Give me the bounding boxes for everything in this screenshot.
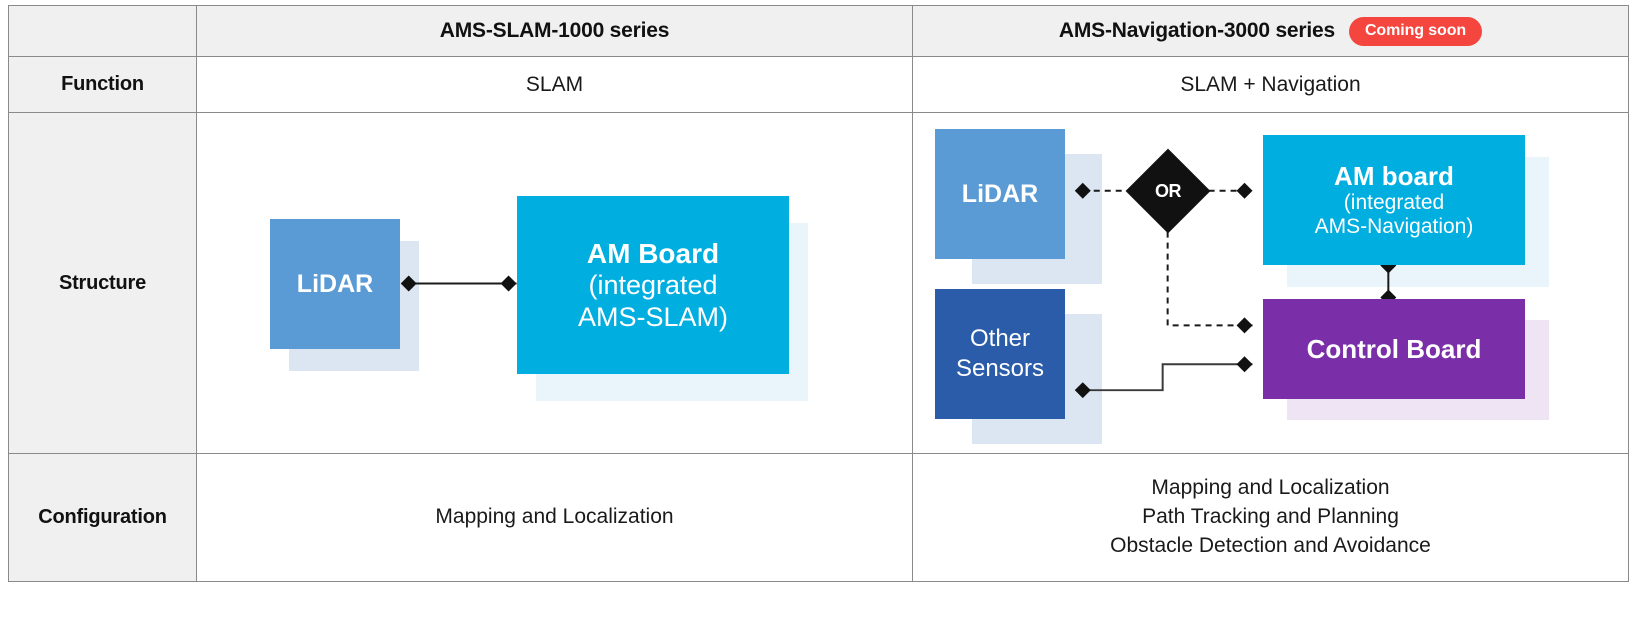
lidar-box: LiDAR: [270, 219, 400, 349]
nav-other-sensors-line-1: Other: [969, 325, 1031, 352]
configuration-navigation-lines: Mapping and Localization Path Tracking a…: [913, 474, 1628, 561]
table-header-row: AMS-SLAM-1000 series AMS-Navigation-3000…: [8, 5, 1629, 57]
header-slam-1000: AMS-SLAM-1000 series: [196, 5, 913, 57]
nav-control-board-label: Control Board: [1306, 333, 1482, 364]
nav-other-sensors-box: Other Sensors: [935, 289, 1065, 419]
table-row-configuration: Configuration Mapping and Localization M…: [8, 453, 1629, 582]
configuration-navigation-line-2: Path Tracking and Planning: [1142, 505, 1399, 529]
table-row-structure: Structure LiDAR AM Board (integrated AMS…: [8, 112, 1629, 454]
configuration-navigation-line-1: Mapping and Localization: [1151, 476, 1390, 500]
configuration-slam-lines: Mapping and Localization: [197, 503, 912, 532]
nav-lidar-box-label: LiDAR: [961, 179, 1039, 208]
nav-am-board-subtitle-2: AMS-Navigation): [1314, 215, 1474, 239]
nav-lidar-box: LiDAR: [935, 129, 1065, 259]
am-board-subtitle-2: AMS-SLAM): [577, 301, 729, 332]
configuration-value-navigation: Mapping and Localization Path Tracking a…: [912, 453, 1629, 582]
structure-diagram-navigation: OR LiDAR Other Sensors AM board (int: [913, 113, 1628, 453]
lidar-box-label: LiDAR: [296, 269, 374, 298]
row-label-configuration: Configuration: [8, 453, 197, 582]
nav-am-board-box: AM board (integrated AMS-Navigation): [1263, 135, 1525, 265]
function-value-navigation: SLAM + Navigation: [912, 56, 1629, 113]
header-slam-1000-label: AMS-SLAM-1000 series: [439, 19, 670, 42]
structure-diagram-navigation-cell: OR LiDAR Other Sensors AM board (int: [912, 112, 1629, 454]
structure-diagram-slam: LiDAR AM Board (integrated AMS-SLAM): [197, 113, 912, 453]
or-gate-node: OR: [1125, 148, 1211, 234]
product-comparison-table: AMS-SLAM-1000 series AMS-Navigation-3000…: [8, 5, 1629, 582]
coming-soon-badge: Coming soon: [1348, 16, 1483, 46]
row-label-structure: Structure: [8, 112, 197, 454]
nav-am-board-subtitle-1: (integrated: [1343, 190, 1445, 214]
am-board-subtitle-1: (integrated: [588, 269, 718, 300]
am-board-box: AM Board (integrated AMS-SLAM): [517, 196, 789, 374]
or-gate-label: OR: [1155, 180, 1182, 201]
lidar-to-am-board-connector: [400, 275, 517, 292]
nav-other-sensors-line-2: Sensors: [955, 355, 1045, 382]
nav-control-board-box: Control Board: [1263, 299, 1525, 399]
header-navigation-3000: AMS-Navigation-3000 series Coming soon: [912, 5, 1629, 57]
configuration-value-slam: Mapping and Localization: [196, 453, 913, 582]
header-navigation-3000-label: AMS-Navigation-3000 series: [1058, 19, 1335, 42]
configuration-slam-line-1: Mapping and Localization: [435, 505, 674, 529]
row-label-function: Function: [8, 56, 197, 113]
am-board-title: AM Board: [586, 237, 720, 269]
function-value-slam: SLAM: [196, 56, 913, 113]
structure-diagram-slam-cell: LiDAR AM Board (integrated AMS-SLAM): [196, 112, 913, 454]
header-corner-cell: [8, 5, 197, 57]
nav-am-board-title: AM board: [1334, 160, 1454, 191]
configuration-navigation-line-3: Obstacle Detection and Avoidance: [1110, 533, 1431, 557]
table-row-function: Function SLAM SLAM + Navigation: [8, 56, 1629, 113]
